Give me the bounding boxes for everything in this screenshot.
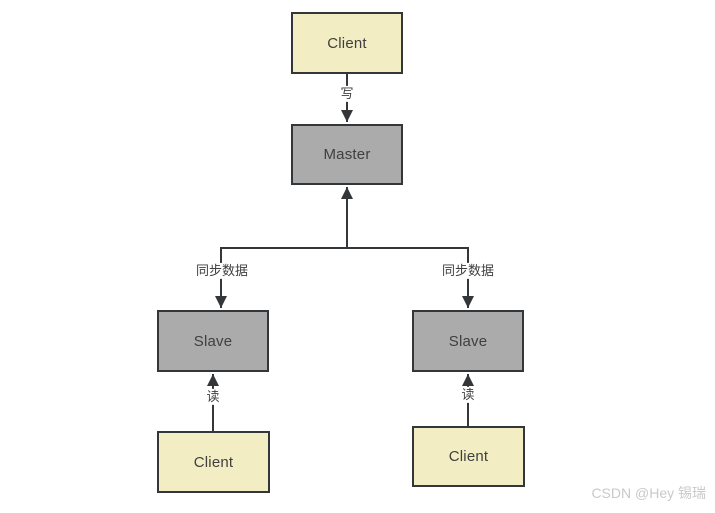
node-master: Master bbox=[291, 124, 403, 185]
node-client-right: Client bbox=[412, 426, 525, 487]
node-slave-right-label: Slave bbox=[448, 332, 488, 350]
node-master-label: Master bbox=[323, 146, 371, 163]
node-client-top: Client bbox=[291, 12, 403, 74]
edge-label-sync-left: 同步数据 bbox=[192, 262, 252, 280]
node-slave-right: Slave bbox=[412, 310, 524, 372]
watermark: CSDN @Hey 锡瑞 bbox=[591, 485, 706, 501]
edge-label-read-left: 读 bbox=[203, 388, 223, 406]
node-slave-left-label: Slave bbox=[193, 332, 233, 350]
edge-label-read-right: 读 bbox=[458, 386, 478, 404]
edge-label-sync-right: 同步数据 bbox=[438, 262, 498, 280]
node-client-top-label: Client bbox=[327, 34, 367, 52]
edge-label-write: 写 bbox=[337, 85, 357, 103]
node-client-right-label: Client bbox=[448, 448, 489, 465]
node-client-left-label: Client bbox=[193, 453, 234, 471]
node-client-left: Client bbox=[157, 431, 270, 493]
node-slave-left: Slave bbox=[157, 310, 269, 372]
